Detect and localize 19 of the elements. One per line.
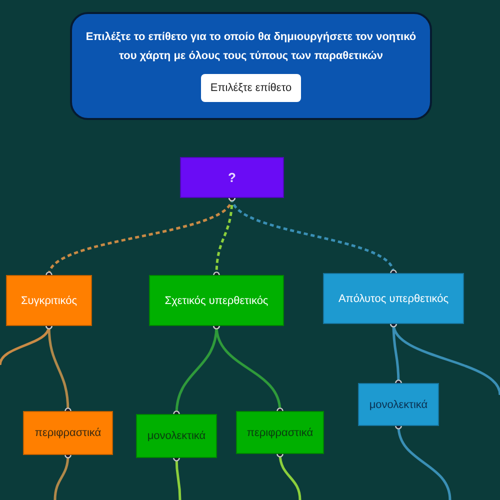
select-button: Επιλέξτε επίθετο	[201, 74, 301, 102]
topic-label: Απόλυτος υπερθετικός	[338, 292, 449, 304]
topic-label: Συγκριτικός	[20, 294, 78, 306]
topic-box	[180, 157, 284, 198]
topic-label: μονολεκτικά	[369, 398, 428, 410]
topic-box	[358, 383, 439, 426]
instruction-text: Επιλέξτε το επίθετο για το οποίο θα δημιουργήσετε τον νοητικό του χάρτη με όλους τους τύπους των παραθετικών	[84, 30, 418, 64]
topic-label: περιφραστικά	[34, 427, 102, 439]
topic-label: μονολεκτικά	[147, 430, 206, 442]
topic-box	[6, 275, 92, 326]
topic-box	[236, 411, 324, 454]
topic-box	[149, 275, 284, 326]
topic-box	[323, 273, 464, 324]
topic-box	[136, 414, 217, 458]
topic-label: περιφραστικά	[246, 426, 314, 438]
topic-box	[23, 411, 113, 455]
instruction-panel	[70, 12, 432, 120]
topic-label: Σχετικός υπερθετικός	[164, 294, 268, 306]
topic-label: ?	[228, 170, 236, 185]
